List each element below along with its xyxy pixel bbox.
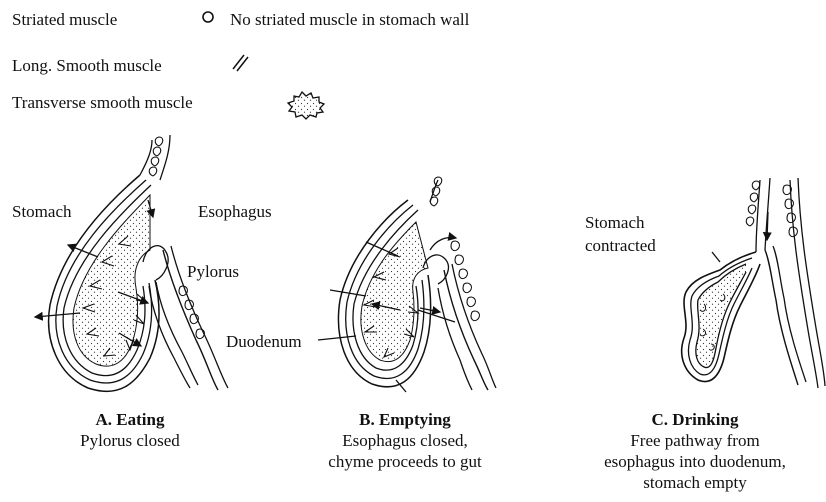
legend-circle-icon xyxy=(203,12,213,22)
striated-loops-a xyxy=(149,137,204,339)
legend-transverse-smooth-icon xyxy=(288,92,324,119)
striated-loops-b xyxy=(430,177,479,321)
striated-loops-c xyxy=(746,181,797,237)
stomach-b xyxy=(318,177,496,392)
stomach-c xyxy=(682,178,825,388)
legend-long-smooth-icon xyxy=(233,55,248,71)
stomach-a xyxy=(35,135,228,391)
